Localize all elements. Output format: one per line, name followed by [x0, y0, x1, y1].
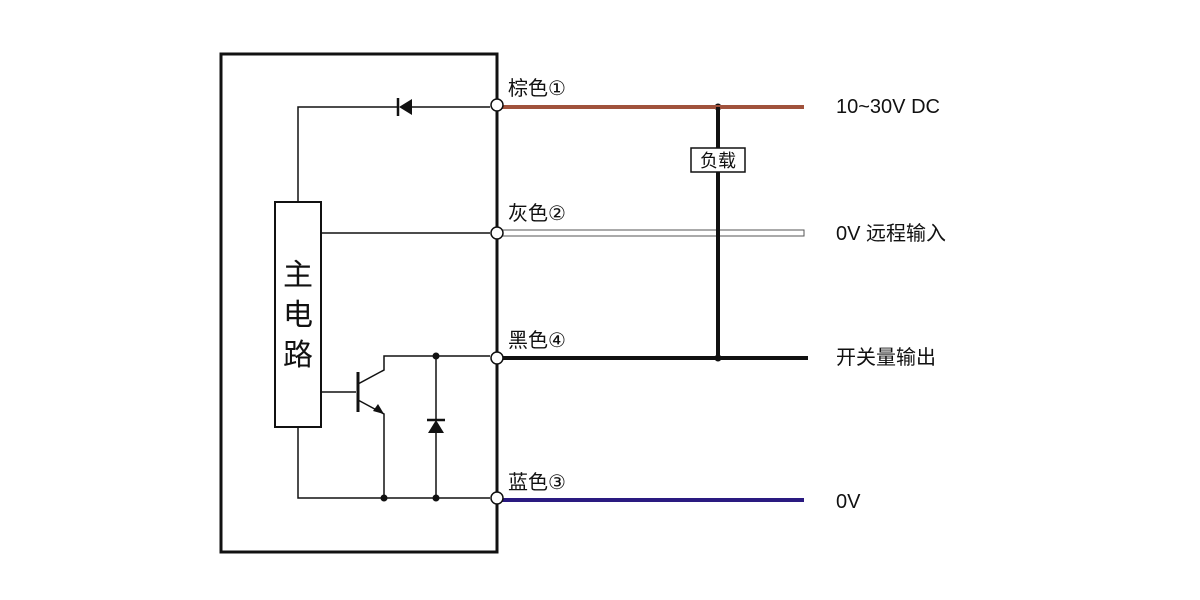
- gray-wire: [496, 229, 805, 237]
- terminal-black: [490, 351, 504, 365]
- flyback-diode-body: [428, 420, 444, 433]
- internal-wiring: [297, 106, 490, 499]
- transistor-emitter-arrow: [373, 404, 384, 414]
- brown-wire-description: 10~30V DC: [836, 96, 940, 118]
- terminal-blue: [490, 491, 504, 505]
- junction-dots: [380, 103, 722, 502]
- gray-wire-description: 0V 远程输入: [836, 222, 946, 245]
- terminal-brown: [490, 98, 504, 112]
- supply-trace: [297, 106, 398, 202]
- main-circuit-char-3: 路: [283, 339, 313, 372]
- series-diode-body: [399, 99, 412, 115]
- sensor-housing: [219, 52, 499, 554]
- main-circuit-char-2: 电: [283, 299, 313, 332]
- ground-trace: [297, 427, 490, 499]
- series-diode: [396, 98, 412, 116]
- terminal-gray: [490, 226, 504, 240]
- junction-emitter: [380, 494, 388, 502]
- load-box: [690, 147, 746, 173]
- transistor-emitter: [357, 399, 385, 498]
- blue-wire-description: 0V: [836, 491, 861, 513]
- main-circuit-char-1: 主: [283, 259, 313, 292]
- black-wire-description: 开关量输出: [836, 346, 936, 369]
- main-circuit-box: [274, 201, 322, 428]
- brown-wire-label: 棕色①: [508, 77, 566, 100]
- junction-diode-ground: [432, 494, 440, 502]
- blue-wire-label: 蓝色③: [508, 471, 566, 494]
- transistor-collector: [357, 355, 490, 385]
- flyback-diode: [427, 418, 445, 433]
- terminals: [490, 98, 504, 505]
- load-label: 负载: [700, 151, 736, 171]
- junction-collector: [432, 352, 440, 360]
- black-wire-label: 黑色④: [508, 329, 566, 352]
- gray-wire-label: 灰色②: [508, 202, 566, 225]
